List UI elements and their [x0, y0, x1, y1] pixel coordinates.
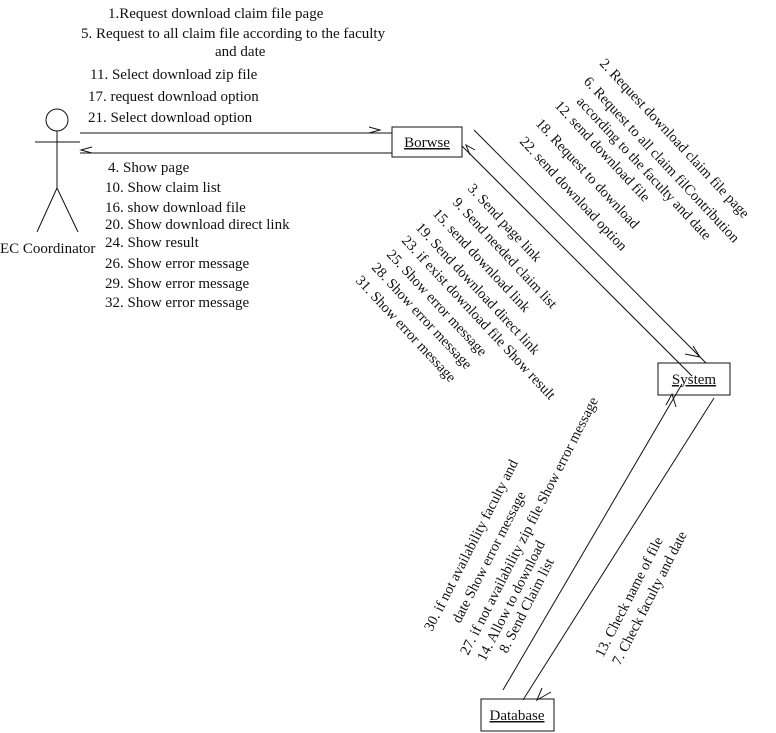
arrow-browse-to-system-icon: [684, 345, 702, 358]
messages-system-to-browse: 3. Send page link 9. Send needed claim l…: [352, 181, 560, 403]
message-17: 17. request download option: [88, 89, 259, 105]
actor-left-leg: [36, 187, 58, 233]
link-system-database-right: [522, 397, 715, 701]
messages-actor-to-browse: 1.Request download claim file page 5. Re…: [81, 6, 386, 126]
object-system-box: [657, 362, 731, 396]
arrow-actor-to-browse-icon: [368, 126, 382, 134]
object-database: Database: [480, 698, 555, 732]
arrow-browse-to-actor-icon: [79, 146, 93, 154]
link-browse-system-upper: [473, 129, 707, 364]
object-browse-box: [391, 126, 463, 158]
link-browse-system-lower: [461, 145, 693, 377]
object-browse-label: Borwse: [404, 135, 450, 151]
message-5-cont: and date: [215, 44, 266, 60]
link-system-database-left: [502, 383, 683, 691]
messages-system-to-database: 13. Check name of file 7. Check faculty …: [592, 529, 690, 668]
message-20: 20. Show download direct link: [105, 217, 290, 233]
arrow-system-to-database-icon: [535, 687, 552, 702]
messages-browse-to-system: 2. Request download claim file page 6. R…: [516, 56, 752, 255]
message-29: 29. Show error message: [105, 276, 249, 292]
object-system-label: System: [672, 372, 717, 388]
actor-head: [45, 108, 69, 132]
message-16: 16. show download file: [105, 200, 246, 216]
link-lines: [80, 129, 715, 701]
message-11: 11. Select download zip file: [90, 67, 258, 83]
arrow-system-to-browse-icon: [465, 143, 476, 156]
messages-browse-to-actor: 4. Show page 10. Show claim list 16. sho…: [105, 160, 290, 311]
actor-label: EC Coordinator: [0, 241, 95, 257]
messages-database-to-system: 30. if not availability faculty and date…: [421, 395, 602, 664]
message-5: 5. Request to all claim file according t…: [81, 26, 386, 42]
message-24: 24. Show result: [105, 235, 200, 251]
message-1: 1.Request download claim file page: [108, 6, 324, 22]
message-26: 26. Show error message: [105, 256, 249, 272]
arrow-database-to-system-icon: [665, 392, 677, 408]
object-system: System: [657, 362, 731, 396]
message-32: 32. Show error message: [105, 295, 249, 311]
message-arrows: [79, 126, 702, 702]
object-database-box: [480, 698, 555, 732]
object-browse: Borwse: [391, 126, 463, 158]
message-21: 21. Select download option: [88, 110, 253, 126]
actor-right-leg: [56, 187, 79, 233]
message-10: 10. Show claim list: [105, 180, 222, 196]
object-database-label: Database: [490, 708, 545, 724]
message-4: 4. Show page: [108, 160, 190, 176]
actor-figure: [35, 108, 80, 233]
